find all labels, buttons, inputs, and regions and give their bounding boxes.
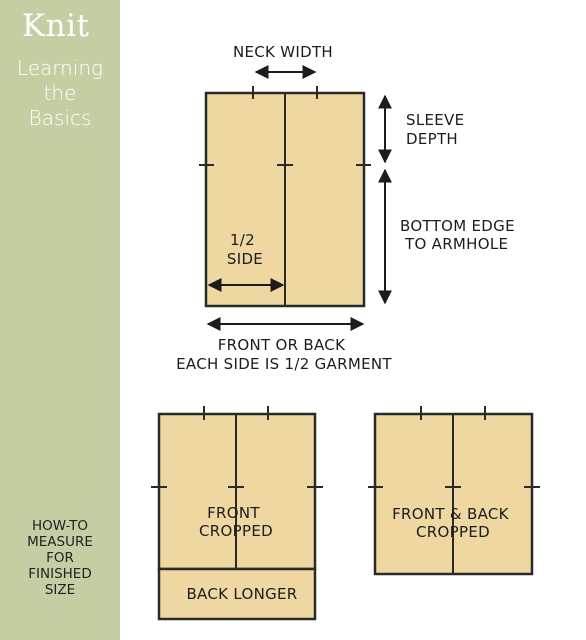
howto-caption: HOW-TO MEASURE FOR FINISHED SIZE [0, 518, 120, 598]
howto-line: FOR [46, 550, 74, 566]
front-cropped-label: FRONT CROPPED [199, 504, 273, 540]
bottom-edge-line: BOTTOM EDGE [400, 217, 515, 235]
brand-subtitle-line: Basics [28, 106, 92, 130]
sleeve-depth-line: DEPTH [406, 130, 458, 148]
front-cropped-line: FRONT [207, 504, 260, 522]
front-or-back-line: FRONT OR BACK [218, 336, 346, 354]
front-and-back-cropped-line: CROPPED [416, 523, 490, 541]
front-and-back-cropped-label: FRONT & BACK CROPPED [392, 505, 514, 541]
brand-title: Knit [22, 8, 90, 44]
garment-panel-front-and-back-cropped [368, 406, 540, 576]
sidebar: Knit Learning the Basics HOW-TO MEASURE … [0, 0, 120, 640]
brand-subtitle-line: the [43, 81, 77, 105]
howto-line: SIZE [44, 582, 76, 598]
back-longer-label: BACK LONGER [186, 585, 297, 603]
front-or-back-line: EACH SIDE IS 1/2 GARMENT [176, 355, 392, 373]
sleeve-depth-label: SLEEVE DEPTH [406, 111, 469, 148]
front-and-back-cropped-line: FRONT & BACK [392, 505, 510, 523]
sleeve-depth-line: SLEEVE [406, 111, 464, 129]
front-or-back-caption: FRONT OR BACK EACH SIDE IS 1/2 GARMENT [176, 336, 392, 373]
garment-panel-front-cropped [151, 406, 323, 621]
howto-line: FINISHED [28, 566, 92, 582]
front-cropped-line: CROPPED [199, 522, 273, 540]
howto-line: MEASURE [27, 534, 93, 550]
half-side-label: 1/2 SIDE [227, 231, 263, 268]
half-side-line: SIDE [227, 250, 263, 268]
bottom-edge-line: TO ARMHOLE [404, 235, 508, 253]
garment-panel-front-or-back [199, 86, 371, 308]
howto-line: HOW-TO [31, 518, 89, 534]
bottom-edge-label: BOTTOM EDGE TO ARMHOLE [400, 217, 520, 253]
half-side-line: 1/2 [230, 231, 255, 249]
brand-subtitle: Learning the Basics [0, 56, 120, 131]
brand-subtitle-line: Learning [16, 56, 104, 80]
neck-width-label: NECK WIDTH [233, 43, 333, 61]
